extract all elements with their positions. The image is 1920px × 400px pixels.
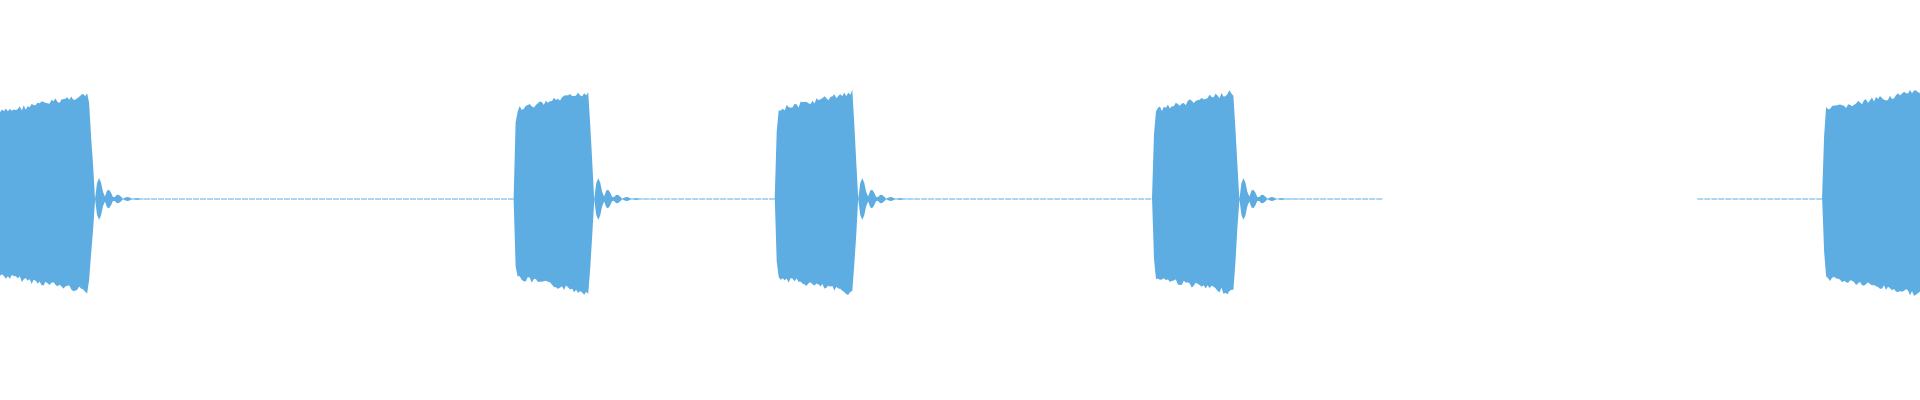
waveform-burst-4 <box>1822 90 1920 296</box>
waveform-burst-0 <box>0 93 95 294</box>
waveform-tail-3 <box>1239 178 1300 220</box>
waveform-burst-1 <box>513 92 595 295</box>
waveform-tail-0 <box>95 178 155 220</box>
waveform-tail-2 <box>858 178 919 220</box>
waveform-tail-1 <box>594 178 655 220</box>
waveform-burst-2 <box>774 89 859 295</box>
waveform-burst-3 <box>1152 90 1240 295</box>
